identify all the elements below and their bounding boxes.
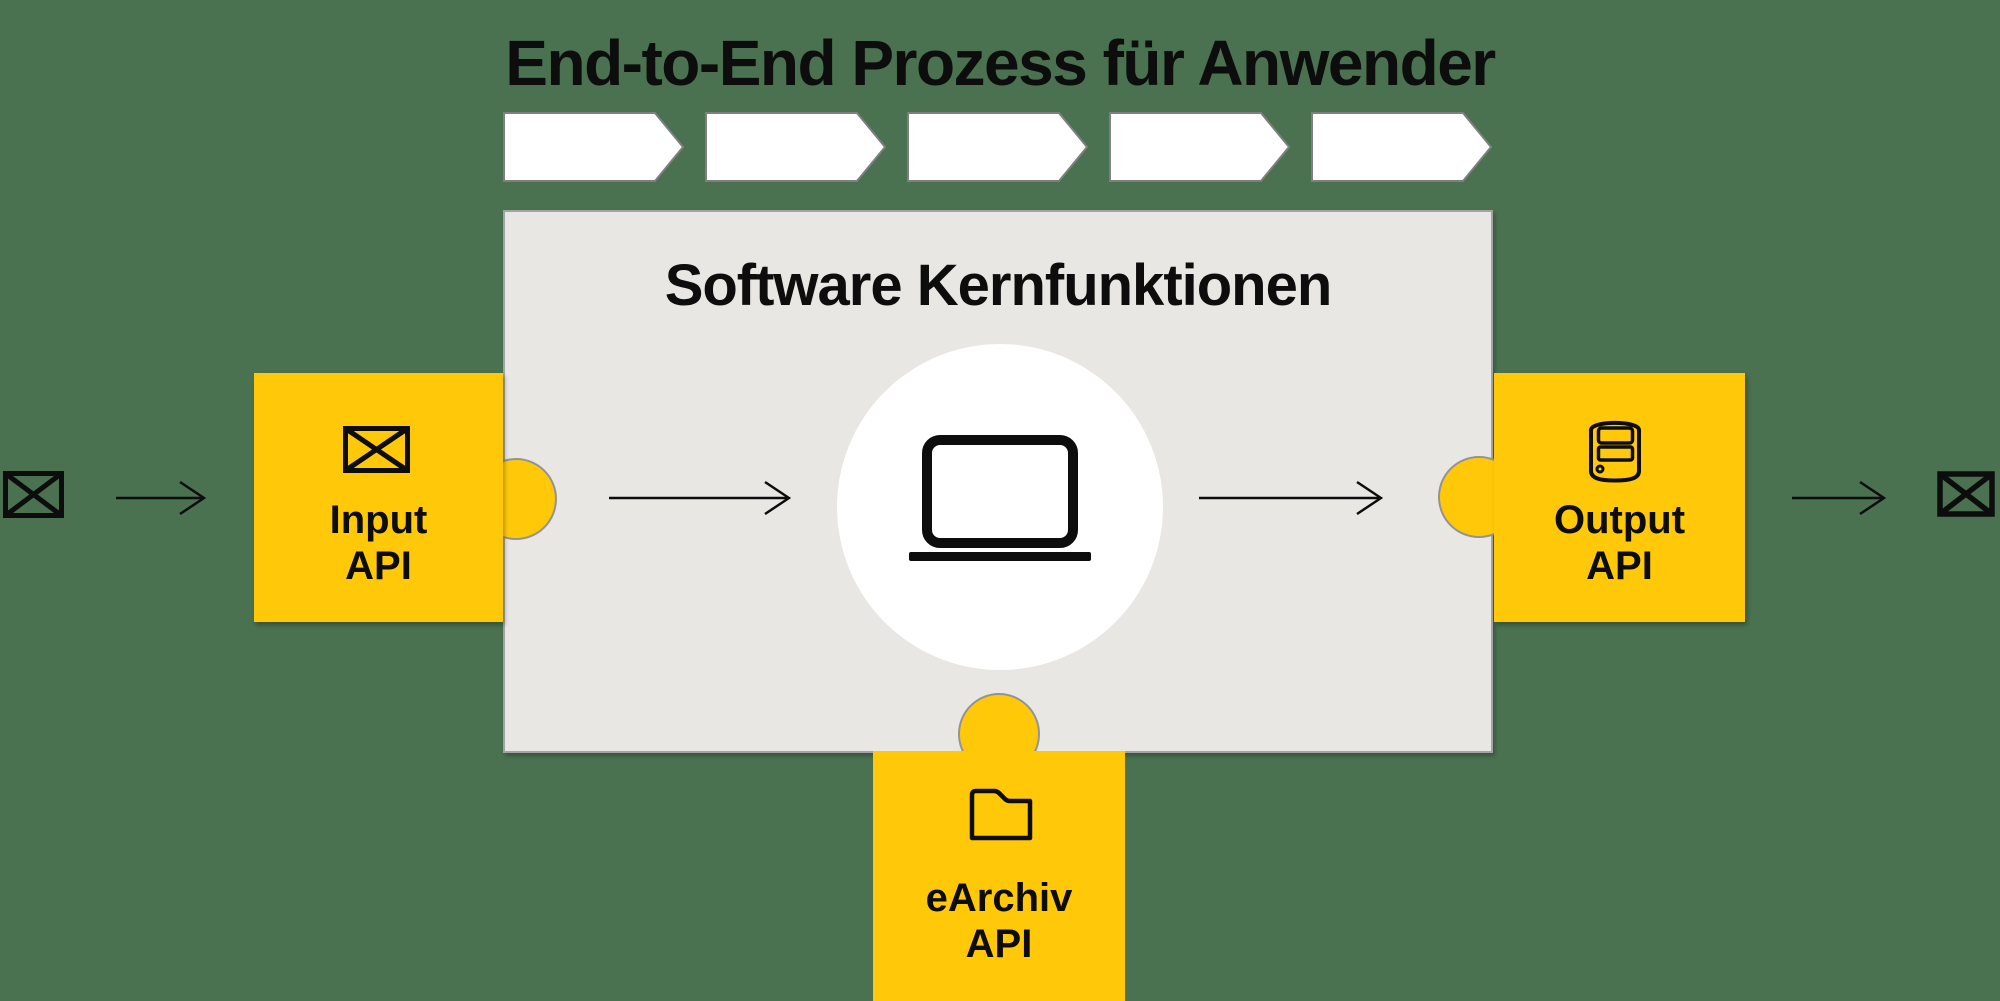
core-panel-title: Software Kernfunktionen <box>664 253 1333 318</box>
envelope-icon <box>1937 471 1995 517</box>
output-api-label-line2: API <box>1586 544 1653 588</box>
output-api-label: Output API <box>1494 497 1745 589</box>
input-api-label-line2: API <box>345 544 412 588</box>
earchiv-api-label-line1: eArchiv <box>925 876 1073 920</box>
output-api-block: Output API <box>1494 373 1745 622</box>
earchiv-api-block: eArchiv API <box>873 751 1125 1001</box>
page-title: End-to-End Prozess für Anwender <box>505 27 1496 99</box>
process-step-row <box>503 112 1498 182</box>
envelope-icon <box>343 426 410 473</box>
earchiv-api-label: eArchiv API <box>873 875 1125 967</box>
chevron-arrow-icon <box>1109 112 1290 182</box>
arrow-right-icon <box>1792 480 1886 516</box>
chevron-arrow-icon <box>503 112 684 182</box>
input-api-label: Input API <box>254 497 503 589</box>
laptop-icon <box>909 435 1091 561</box>
arrow-right-icon <box>609 480 791 516</box>
arrow-right-icon <box>116 480 206 516</box>
earchiv-api-label-line2: API <box>965 922 1033 966</box>
chevron-arrow-icon <box>1311 112 1492 182</box>
folder-icon <box>969 788 1033 841</box>
core-circle <box>837 344 1163 670</box>
chevron-arrow-icon <box>907 112 1088 182</box>
server-icon <box>1589 420 1641 483</box>
arrow-right-icon <box>1199 480 1383 516</box>
chevron-arrow-icon <box>705 112 886 182</box>
envelope-icon <box>3 471 64 518</box>
input-api-block: Input API <box>254 373 503 622</box>
input-api-label-line1: Input <box>329 498 428 542</box>
output-api-label-line1: Output <box>1553 498 1686 542</box>
